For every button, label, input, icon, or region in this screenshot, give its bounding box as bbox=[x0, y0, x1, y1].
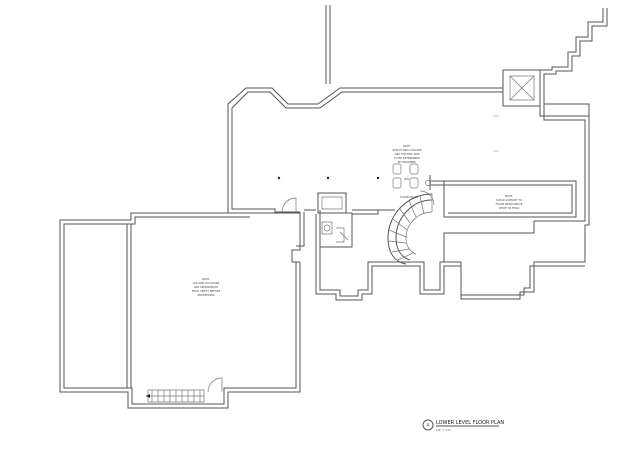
garage-walls bbox=[60, 213, 300, 408]
beam-note: NOTE: CLEAR SUPPORT TO FLOOR BEAM ABOVE … bbox=[496, 194, 523, 210]
mechanical-room bbox=[318, 193, 352, 247]
svg-text:BY ENGINEER: BY ENGINEER bbox=[398, 160, 416, 164]
section-mark-letter: A bbox=[427, 423, 430, 428]
svg-text:W.H.: W.H. bbox=[404, 177, 410, 181]
garage-stair bbox=[146, 390, 204, 402]
svg-text:STRUCTURAL COLUMN: STRUCTURAL COLUMN bbox=[392, 148, 421, 152]
svg-text:CLEAR SUPPORT TO: CLEAR SUPPORT TO bbox=[496, 198, 522, 202]
bay-walls bbox=[316, 210, 585, 300]
svg-text:NOTE:: NOTE: bbox=[202, 277, 210, 281]
column-dot bbox=[326, 176, 330, 180]
svg-text:FLOOR DRAIN: FLOOR DRAIN bbox=[400, 195, 418, 199]
floor-drain-label: FLOOR DRAIN bbox=[400, 195, 418, 199]
svg-text:FLOOR BEAM ABOVE: FLOOR BEAM ABOVE bbox=[496, 202, 523, 206]
svg-text:COLUMN LOCATIONS: COLUMN LOCATIONS bbox=[193, 281, 220, 285]
mech-note: NOTE: STRUCTURAL COLUMN AND FOOTING SIZE… bbox=[392, 144, 421, 164]
fixture-label: W.H. bbox=[404, 177, 410, 181]
basement-outer-wall bbox=[228, 88, 589, 299]
svg-text:NOTE:: NOTE: bbox=[505, 194, 513, 198]
svg-text:NOTE:: NOTE: bbox=[403, 144, 411, 148]
section-mark-circle bbox=[423, 420, 433, 430]
garage-note: NOTE: COLUMN LOCATIONS ARE APPROXIMATE F… bbox=[192, 277, 221, 297]
column-dot bbox=[277, 176, 281, 180]
basement-inner-details bbox=[493, 116, 499, 151]
svg-text:ARE APPROXIMATE: ARE APPROXIMATE bbox=[194, 285, 219, 289]
svg-text:VERIFY IN FIELD: VERIFY IN FIELD bbox=[499, 206, 520, 210]
site-boundary-left bbox=[326, 5, 330, 84]
door-swings bbox=[208, 191, 434, 392]
drawing-scale: 1/8" = 1'-0" bbox=[436, 428, 451, 432]
column-dots bbox=[277, 176, 380, 180]
svg-text:FIELD VERIFY BEFORE: FIELD VERIFY BEFORE bbox=[192, 289, 221, 293]
svg-text:PROCEEDING: PROCEEDING bbox=[197, 293, 214, 297]
chimney-box bbox=[503, 70, 540, 106]
svg-text:TO BE DETERMINED: TO BE DETERMINED bbox=[394, 156, 420, 160]
floor-fixtures bbox=[393, 164, 431, 188]
spiral-stair bbox=[388, 194, 432, 264]
drawing-title: LOWER LEVEL FLOOR PLAN bbox=[436, 420, 504, 426]
site-boundary-right bbox=[540, 8, 607, 104]
drawing-title-block: A LOWER LEVEL FLOOR PLAN 1/8" = 1'-0" bbox=[423, 420, 504, 432]
column-dot bbox=[376, 176, 380, 180]
svg-text:AND FOOTING SIZE: AND FOOTING SIZE bbox=[394, 152, 419, 156]
interior-partitions bbox=[250, 175, 576, 262]
